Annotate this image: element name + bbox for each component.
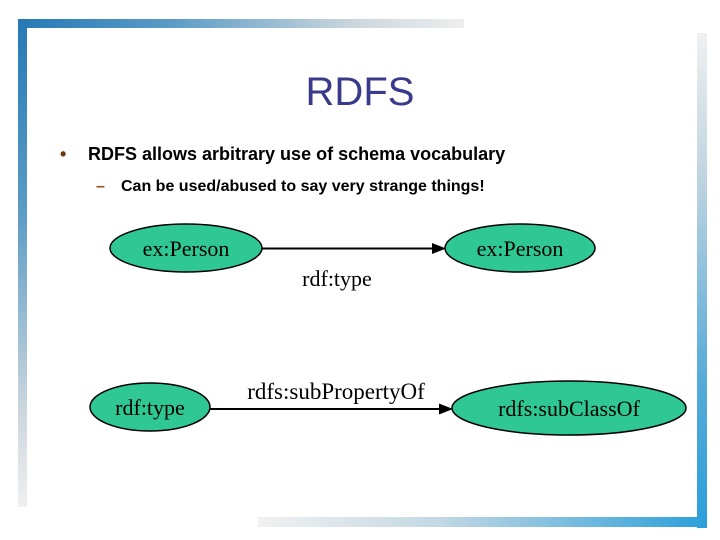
node-rdf-type-subject — [89, 382, 211, 432]
frame-top-bar — [18, 19, 464, 28]
bullet-dash-marker: – — [96, 178, 105, 195]
node-ex-person-subject — [109, 223, 263, 273]
edge-rdf-type-arrowhead-icon — [432, 243, 446, 254]
node-rdfs-subclassof-object-label: rdfs:subClassOf — [498, 396, 640, 421]
edge-subpropertyof-label: rdfs:subPropertyOf — [247, 379, 425, 404]
slide-title: RDFS — [305, 70, 415, 114]
node-ex-person-object — [444, 223, 596, 273]
bullet-level2-text: Can be used/abused to say very strange t… — [121, 178, 485, 195]
node-ex-person-object-label: ex:Person — [477, 236, 564, 261]
edge-subpropertyof-arrowhead-icon — [439, 403, 453, 415]
node-ex-person-subject-label: ex:Person — [143, 236, 230, 261]
bullet-item-level1: • RDFS allows arbitrary use of schema vo… — [60, 144, 505, 165]
frame-bottom-bar — [258, 517, 707, 527]
frame-right-bar — [697, 33, 707, 528]
bullet-dot-marker: • — [60, 144, 67, 164]
edge-rdf-type-label: rdf:type — [302, 266, 372, 291]
node-rdfs-subclassof-object — [451, 380, 687, 436]
bullet-item-level2: – Can be used/abused to say very strange… — [96, 178, 485, 196]
bullet-level1-text: RDFS allows arbitrary use of schema voca… — [88, 144, 506, 164]
frame-left-bar — [18, 19, 27, 507]
node-rdf-type-subject-label: rdf:type — [115, 395, 185, 420]
